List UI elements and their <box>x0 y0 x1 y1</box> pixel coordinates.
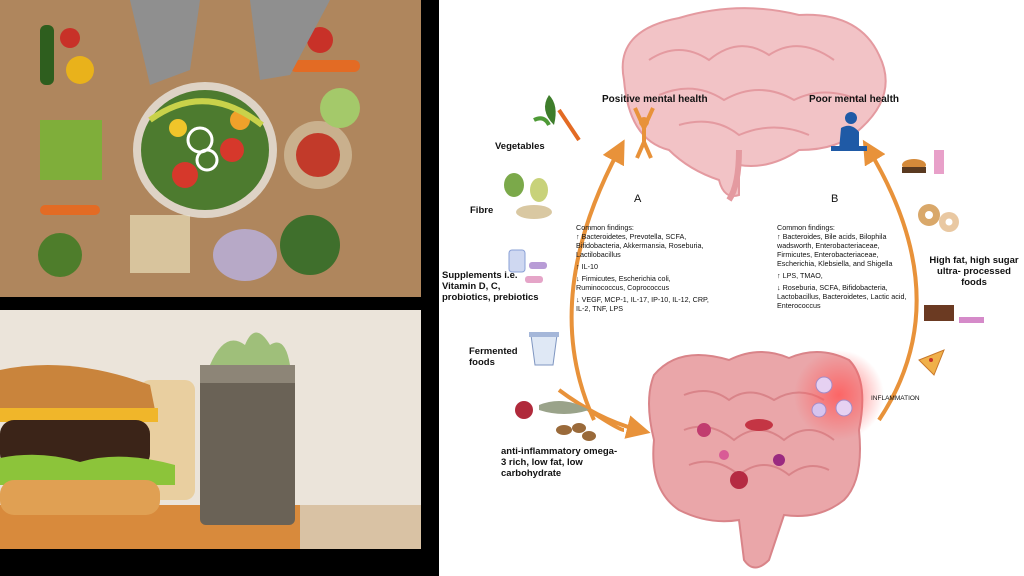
positive-mental-health-label: Positive mental health <box>602 94 708 105</box>
inflammation-cells <box>811 376 853 418</box>
panel-b-up-markers: ↑ LPS, TMAO, <box>777 271 823 280</box>
person-cheering-icon <box>633 107 655 159</box>
panel-a-letter: A <box>634 193 642 205</box>
panel-a-heading: Common findings: <box>576 223 634 232</box>
inflammation-label: INFLAMMATION <box>871 395 920 402</box>
panel-a-down-markers: ↓ VEGF, MCP-1, IL-17, IP-10, IL-12, CRP,… <box>576 295 709 313</box>
panel-b-down-bacteria: ↓ Roseburia, SCFA, Bifidobacteria, Lacto… <box>777 283 907 310</box>
gut-brain-diagram: Positive mental health Poor mental healt… <box>439 0 1024 576</box>
arrow-right-up <box>862 139 919 422</box>
arrow-left-up <box>569 139 625 421</box>
burger-drink-icon <box>902 150 944 174</box>
chocolate-candy-icon <box>924 305 984 323</box>
burger-photo <box>0 310 421 549</box>
burger-photo-illustration <box>0 310 421 549</box>
diagram-artwork <box>504 7 984 569</box>
pizza-icon <box>918 349 945 376</box>
inflammation-glow <box>794 350 884 440</box>
panel-b-letter: B <box>831 193 839 205</box>
fibre-icon <box>504 173 552 219</box>
high-fat-sugar-label: High fat, high sugar ultra- processed fo… <box>929 255 1019 288</box>
person-sad-icon <box>831 112 867 151</box>
panel-a-up-il: ↑ IL-10 <box>576 262 598 271</box>
donut-icon <box>918 204 959 232</box>
poor-mental-health-label: Poor mental health <box>809 94 900 105</box>
fermented-foods-label: Fermented foods <box>469 346 518 368</box>
supplements-label: Supplements i.e. Vitamin D, C, probiotic… <box>442 270 539 303</box>
arrow-to-gut <box>557 388 651 439</box>
omega3-foods-icon <box>515 401 596 441</box>
vegetables-label: Vegetables <box>495 141 545 152</box>
vegetables-icon <box>533 95 581 142</box>
panel-a-up-bacteria: ↑ Bacteroidetes, Prevotella, SCFA, Bifid… <box>576 232 704 259</box>
fibre-label: Fibre <box>470 205 494 216</box>
panel-b-heading: Common findings: <box>777 223 835 232</box>
panel-b-findings: Common findings: ↑ Bacteroides, Bile aci… <box>777 223 915 313</box>
panel-a-down-bacteria: ↓ Firmicutes, Escherichia coli, Ruminoco… <box>576 274 671 292</box>
anti-inflammatory-label: anti-inflammatory omega-3 rich, low fat,… <box>501 446 618 479</box>
salad-photo-illustration <box>0 0 421 297</box>
yogurt-icon <box>529 332 559 366</box>
supplements-icon <box>508 249 547 283</box>
panel-a-findings: Common findings: ↑ Bacteroidetes, Prevot… <box>576 223 716 316</box>
panel-b-up-bacteria: ↑ Bacteroides, Bile acids, Bilophila wad… <box>777 232 893 268</box>
salad-photo <box>0 0 421 297</box>
